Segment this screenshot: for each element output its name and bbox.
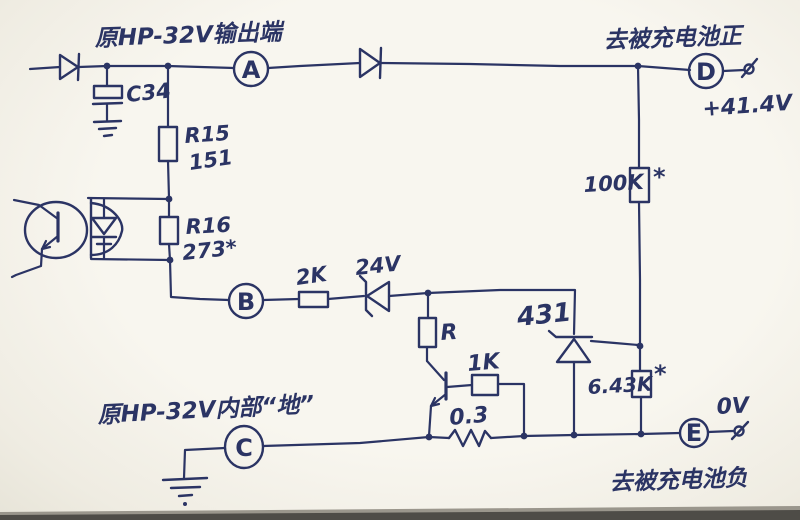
node-e-label: E xyxy=(686,419,702,447)
node-b-label: B xyxy=(237,288,255,316)
node-c: C xyxy=(223,424,265,470)
scan-edge xyxy=(0,506,800,520)
to-battery-negative-label: 去被充电池负 xyxy=(609,465,748,496)
node-a: A xyxy=(232,50,270,88)
capacitor-c34-icon xyxy=(91,64,124,138)
resistor-r15-value: 151 xyxy=(187,145,234,175)
resistor-2k-icon xyxy=(261,290,366,309)
node-c-label: C xyxy=(235,434,253,462)
resistor-0.3-label: 0.3 xyxy=(448,403,489,431)
node-d: D xyxy=(687,52,725,90)
to-battery-positive-label: 去被充电池正 xyxy=(603,23,746,54)
hp32-output-title: 原HP-32V输出端 xyxy=(94,19,286,52)
tl431-icon xyxy=(547,329,640,436)
node-e: E xyxy=(678,417,710,449)
node-d-label: D xyxy=(696,58,716,86)
positive-terminal-icon xyxy=(721,57,759,79)
resistor-r15-icon xyxy=(157,64,179,200)
divider-column-wire xyxy=(628,64,653,435)
bottom-rail-wire xyxy=(261,431,682,448)
resistor-100k-label: 100K xyxy=(583,170,646,197)
resistor-2k-label: 2K xyxy=(294,262,330,290)
zener-24v-label: 24V xyxy=(354,251,403,280)
zener-24v-icon xyxy=(358,274,430,318)
diode-series-icon xyxy=(358,46,383,80)
transistor-icon xyxy=(425,359,474,438)
optocoupler-icon xyxy=(10,196,172,279)
wire-to-431-cathode xyxy=(426,288,577,336)
junction-dots xyxy=(103,62,645,441)
resistor-1k-icon xyxy=(470,373,526,437)
node-a-label: A xyxy=(242,56,261,84)
resistor-r-icon xyxy=(417,291,438,363)
ground-icon xyxy=(161,446,227,506)
resistor-r15-name: R15 xyxy=(184,121,231,148)
resistor-r16-name: R16 xyxy=(185,213,232,239)
resistor-r-label: R xyxy=(440,320,459,346)
diode-input-icon xyxy=(58,52,81,82)
capacitor-c34-label: C34 xyxy=(125,78,172,107)
hp32-internal-ground-title: 原HP-32V内部“地” xyxy=(97,392,315,429)
resistor-6.43k-mark: * xyxy=(654,360,667,388)
zero-volt-label: 0V xyxy=(716,393,752,420)
resistor-100k-mark: * xyxy=(653,163,666,191)
resistor-1k-label: 1K xyxy=(466,349,502,377)
tl431-label: 431 xyxy=(515,297,573,333)
resistor-r16-value: 273* xyxy=(181,235,238,265)
node-b: B xyxy=(227,282,265,320)
resistor-0.3-icon xyxy=(447,428,493,448)
top-rail-wire xyxy=(28,61,692,72)
negative-terminal-icon xyxy=(706,420,750,441)
output-voltage-label: +41.4V xyxy=(702,91,795,122)
resistor-6.43k-label: 6.43K xyxy=(587,372,655,399)
